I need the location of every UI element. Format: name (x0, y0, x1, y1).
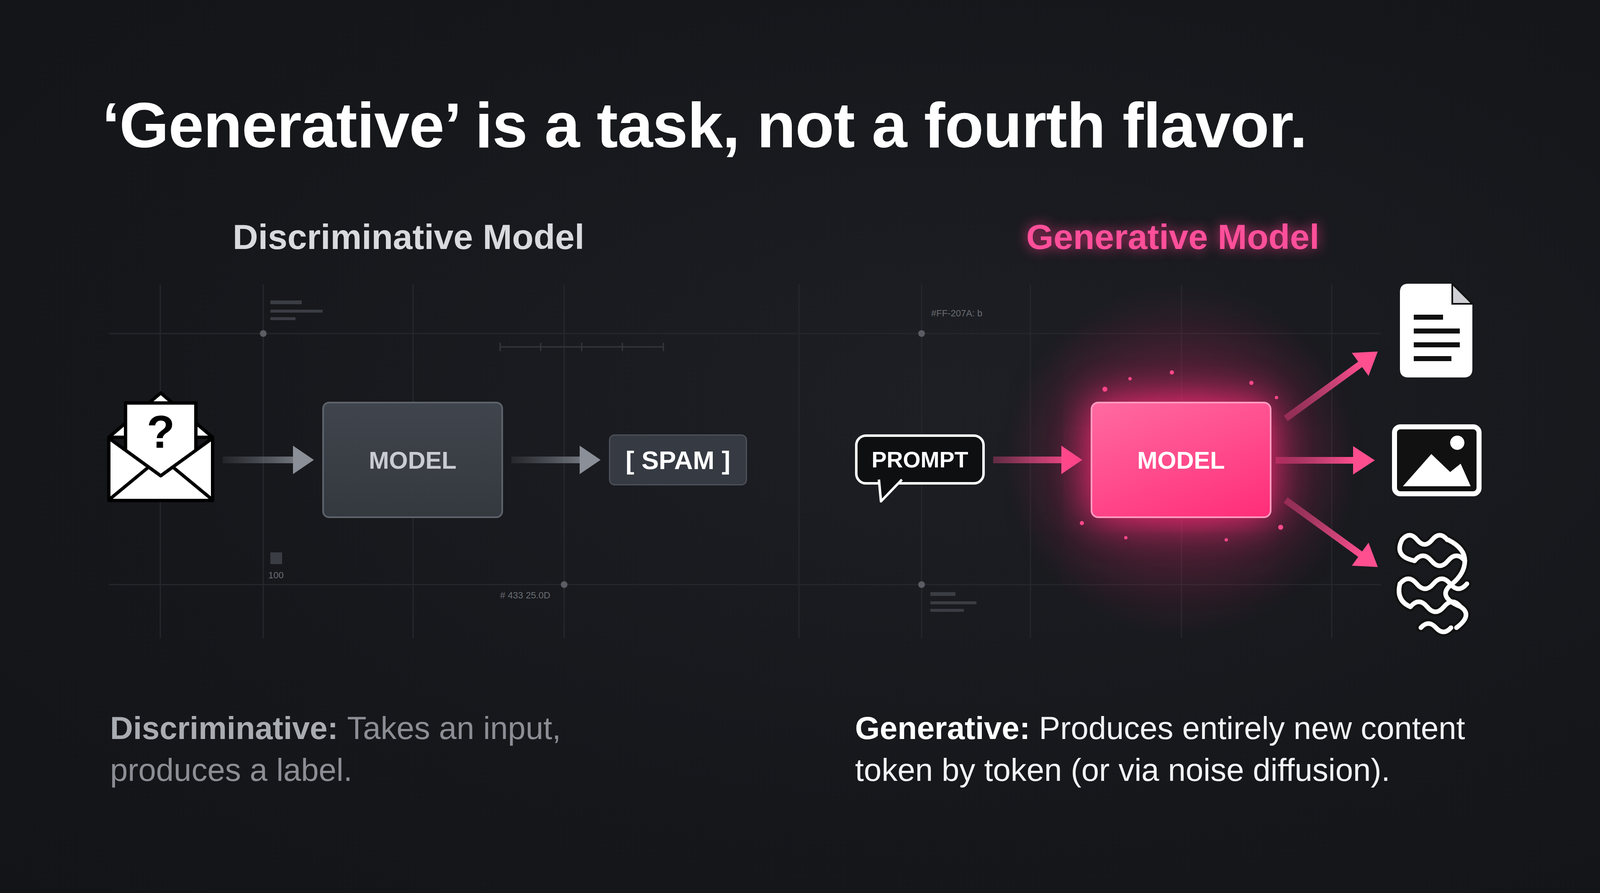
label-box: [ SPAM ] (608, 434, 748, 486)
document-icon (1399, 283, 1473, 378)
envelope-fold (109, 467, 212, 500)
protein-icon (1399, 535, 1467, 632)
slide-title: ‘Generative’ is a task, not a fourth fla… (102, 88, 1308, 162)
deco-number: 100 (268, 570, 284, 581)
prompt-bubble: PROMPT (855, 434, 985, 485)
bubble-tail-outline (878, 479, 902, 502)
arrow-connector (511, 445, 601, 475)
node-text: [ SPAM ] (625, 445, 731, 476)
arrowhead (292, 445, 314, 475)
description-term: Generative: (855, 710, 1030, 746)
arrow-connector (222, 445, 314, 475)
model-box-glow: MODEL (1090, 401, 1272, 519)
tick-axis (500, 342, 664, 352)
deco-code: # 433 25.0D (500, 590, 551, 601)
node-text: PROMPT (871, 446, 969, 473)
model-box: MODEL (322, 401, 504, 519)
grid-lines (108, 284, 1382, 639)
section-heading: Discriminative Model (232, 216, 585, 258)
envelope-icon: ? (107, 391, 215, 503)
sparkles (1079, 370, 1284, 542)
arrow-connector (993, 445, 1083, 475)
node-text: MODEL (1137, 446, 1225, 475)
bubble-tail-fill (877, 478, 904, 502)
node-text: ? (107, 408, 215, 455)
output-arrows (1275, 340, 1387, 579)
bubble-tail (877, 479, 907, 505)
deco-code: #FF-207A: b (931, 308, 983, 319)
connector-line (511, 456, 581, 464)
description: Generative:Produces entirely new content… (855, 707, 1542, 792)
connector-line (222, 456, 294, 464)
connector-line (993, 456, 1063, 464)
arrowhead (579, 445, 601, 475)
node-text: MODEL (368, 446, 457, 475)
section-heading: Generative Model (1026, 216, 1320, 258)
description: Discriminative:Takes an input, produces … (110, 707, 634, 792)
grid-dots (259, 330, 925, 589)
image-icon (1394, 426, 1480, 494)
description-term: Discriminative: (110, 710, 339, 746)
arrowhead (1061, 445, 1083, 475)
